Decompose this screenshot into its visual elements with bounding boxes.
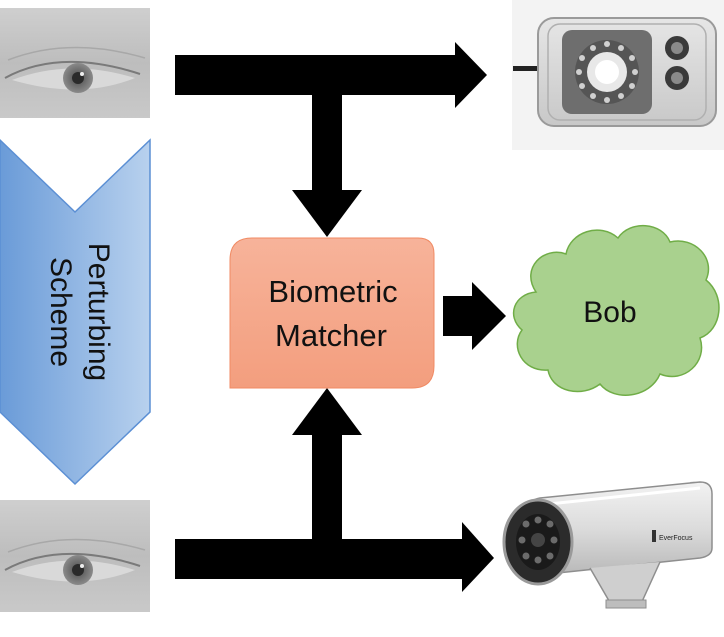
- matcher-label-line2: Matcher: [275, 318, 387, 353]
- camera-brand-text: EverFocus: [659, 535, 693, 542]
- bob-cloud: [512, 224, 720, 396]
- perturbing-label-line1: Perturbing: [82, 243, 115, 381]
- bottom-arrow-assembly: [175, 388, 494, 592]
- bob-label: Bob: [583, 296, 636, 329]
- matcher-label-line1: Biometric: [268, 274, 397, 309]
- iris-scanner-image: [512, 0, 724, 150]
- biometric-matcher-box: [229, 237, 435, 389]
- perturbing-label-line2: Scheme: [44, 257, 77, 367]
- matcher-to-bob-arrow: [443, 282, 506, 350]
- surveillance-camera-image: [502, 481, 713, 609]
- perturbing-scheme-chevron: [0, 138, 151, 486]
- top-eye-image: [0, 8, 150, 118]
- bottom-eye-image: [0, 500, 150, 612]
- top-arrow-assembly: [175, 42, 487, 237]
